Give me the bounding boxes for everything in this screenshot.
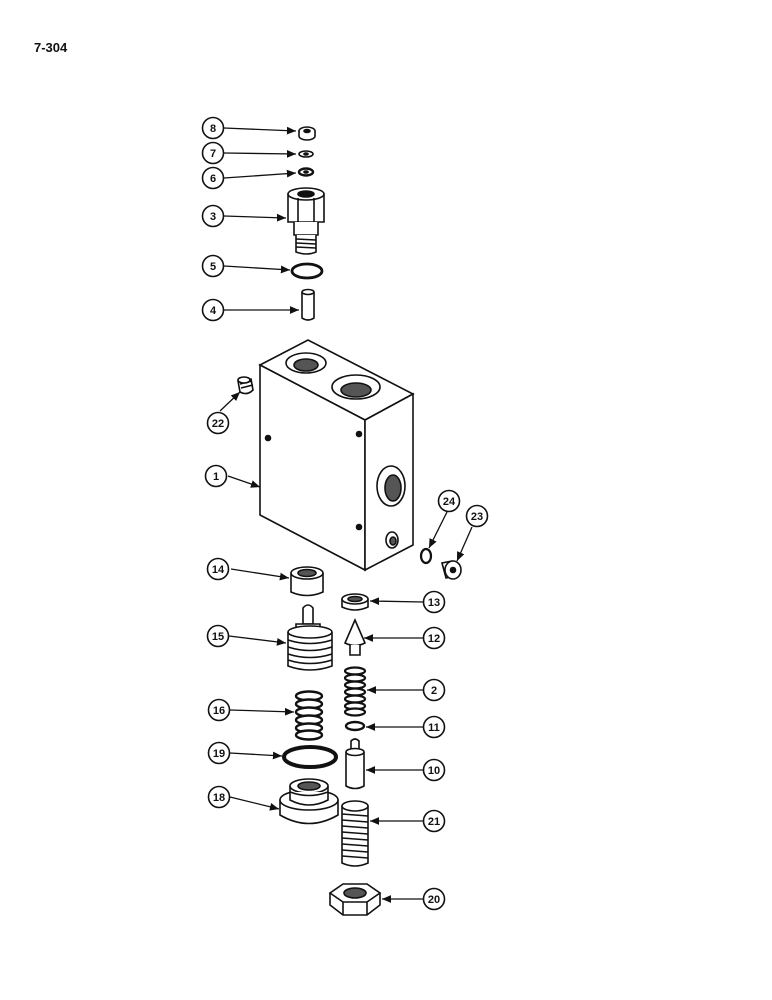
callout-circle [207, 741, 231, 765]
callout-label: 22 [212, 418, 224, 430]
part-4-pin [301, 288, 315, 321]
callout-14: 14 [206, 557, 230, 581]
callout-circle [422, 626, 446, 650]
part-2-spring [343, 666, 367, 717]
callout-12: 12 [422, 626, 446, 650]
callout-circle [437, 489, 461, 513]
leader-lines [219, 126, 473, 903]
callout-22: 22 [206, 411, 230, 435]
part-13-ring [341, 593, 369, 611]
part-5-o-ring [290, 262, 324, 280]
part-16-spring [294, 690, 324, 741]
callout-circle [204, 464, 228, 488]
callout-label: 5 [210, 261, 216, 273]
callout-circle [201, 116, 225, 140]
callout-21: 21 [422, 809, 446, 833]
callout-label: 2 [431, 685, 437, 697]
callout-label: 15 [212, 631, 224, 643]
callout-label: 14 [212, 564, 225, 576]
callout-circle [201, 141, 225, 165]
callout-circle [201, 204, 225, 228]
callout-10: 10 [422, 758, 446, 782]
callout-circle [206, 411, 230, 435]
part-6-washer [297, 167, 315, 177]
callout-23: 23 [465, 504, 489, 528]
callout-24: 24 [437, 489, 461, 513]
part-21-threaded-rod [341, 800, 369, 867]
callout-1: 1 [204, 464, 228, 488]
part-12-poppet [343, 617, 367, 656]
callout-label: 8 [210, 123, 216, 135]
callout-circle [201, 166, 225, 190]
callout-label: 18 [213, 792, 225, 804]
part-14-sleeve [290, 566, 324, 597]
callout-circle [422, 887, 446, 911]
callout-13: 13 [422, 590, 446, 614]
callout-label: 1 [213, 471, 219, 483]
callout-label: 3 [210, 211, 216, 223]
callout-label: 10 [428, 765, 440, 777]
part-19-seal-ring [282, 745, 338, 769]
part-15-piston [287, 604, 333, 671]
callout-circle [422, 715, 446, 739]
callout-label: 6 [210, 173, 216, 185]
callout-19: 19 [207, 741, 231, 765]
callout-5: 5 [201, 254, 225, 278]
part-22-plug [237, 376, 254, 395]
callout-circle [422, 590, 446, 614]
page-number: 7-304 [34, 40, 68, 55]
callout-7: 7 [201, 141, 225, 165]
callout-11: 11 [422, 715, 446, 739]
callout-label: 21 [428, 816, 440, 828]
callout-label: 23 [471, 511, 483, 523]
callout-15: 15 [206, 624, 230, 648]
part-20-hex-nut [328, 883, 382, 916]
part-18-cap [279, 778, 339, 825]
part-3-fitting [287, 187, 325, 255]
callout-label: 12 [428, 633, 440, 645]
part-24-o-ring [419, 547, 433, 565]
part-8-nut [298, 126, 316, 141]
callout-16: 16 [207, 698, 231, 722]
callout-circle [207, 785, 231, 809]
callout-18: 18 [207, 785, 231, 809]
callout-2: 2 [422, 678, 446, 702]
callout-8: 8 [201, 116, 225, 140]
callout-label: 19 [213, 748, 225, 760]
callout-circle [206, 557, 230, 581]
callout-circle [465, 504, 489, 528]
callout-circle [201, 254, 225, 278]
callout-circle [206, 624, 230, 648]
callout-label: 11 [428, 722, 440, 734]
callout-6: 6 [201, 166, 225, 190]
callout-group: 8 7 6 3 5 4 22 1 24 23 14 13 15 12 2 16 11 19 10 18 21 20 [201, 116, 489, 911]
callout-circle [201, 298, 225, 322]
callout-label: 7 [210, 148, 216, 160]
part-23-plug [441, 560, 462, 580]
part-7-washer [298, 150, 314, 158]
callout-circle [422, 809, 446, 833]
callout-label: 20 [428, 894, 440, 906]
callout-label: 13 [428, 597, 440, 609]
callout-circle [422, 758, 446, 782]
callout-label: 16 [213, 705, 225, 717]
callout-20: 20 [422, 887, 446, 911]
part-1-valve-body [258, 339, 415, 572]
part-11-o-ring [344, 720, 366, 732]
callout-circle [422, 678, 446, 702]
callout-label: 24 [443, 496, 456, 508]
callout-4: 4 [201, 298, 225, 322]
callout-label: 4 [210, 305, 217, 317]
callout-3: 3 [201, 204, 225, 228]
part-10-plunger [345, 738, 365, 790]
callout-circle [207, 698, 231, 722]
